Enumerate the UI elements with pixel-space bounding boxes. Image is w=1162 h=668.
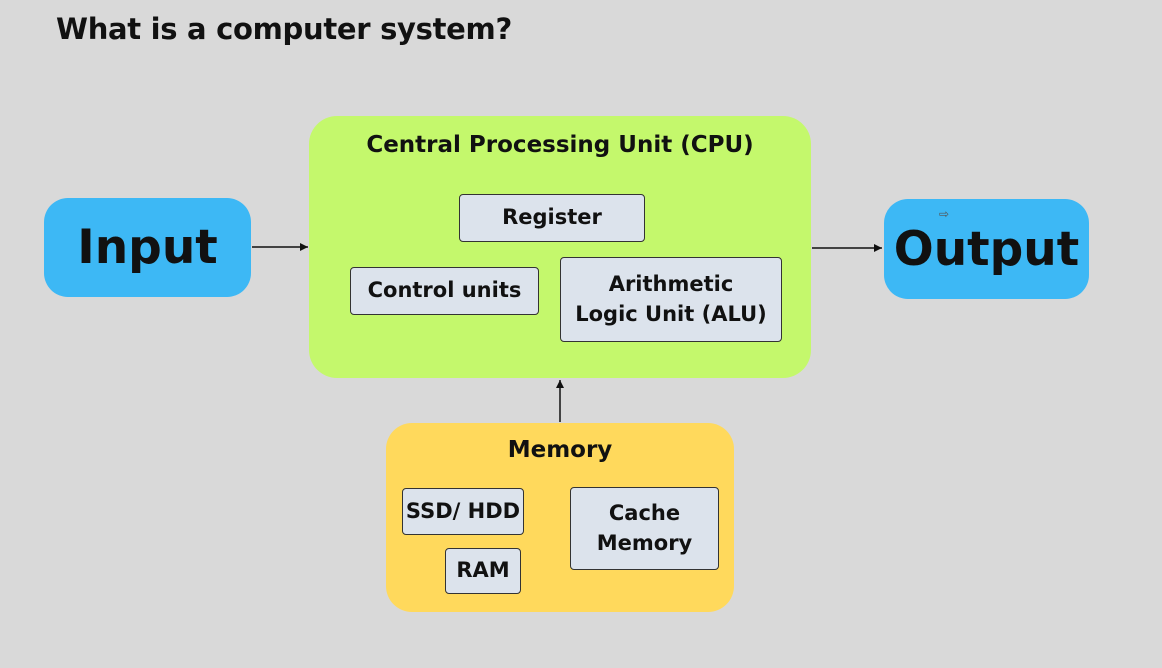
register-box: Register bbox=[459, 194, 645, 242]
mouse-cursor-icon: ⇨ bbox=[938, 207, 950, 221]
cpu-title: Central Processing Unit (CPU) bbox=[366, 132, 754, 158]
control-units-box: Control units bbox=[350, 267, 539, 315]
input-box: Input bbox=[44, 198, 251, 297]
memory-box: Memory SSD/ HDD RAM Cache Memory bbox=[386, 423, 734, 612]
memory-title: Memory bbox=[507, 437, 613, 463]
cpu-box: Central Processing Unit (CPU) Register C… bbox=[309, 116, 811, 378]
alu-label-line2: Logic Unit (ALU) bbox=[575, 301, 767, 326]
alu-box: Arithmetic Logic Unit (ALU) bbox=[560, 257, 782, 342]
page-title: What is a computer system? bbox=[56, 12, 512, 46]
ssd-hdd-box: SSD/ HDD bbox=[402, 488, 524, 535]
cache-label-line2: Memory bbox=[596, 530, 693, 555]
cache-memory-box: Cache Memory bbox=[570, 487, 719, 570]
cache-label-line1: Cache bbox=[608, 501, 681, 526]
alu-label-line1: Arithmetic bbox=[608, 272, 734, 297]
output-box: Output bbox=[884, 199, 1089, 299]
ram-box: RAM bbox=[445, 548, 521, 594]
